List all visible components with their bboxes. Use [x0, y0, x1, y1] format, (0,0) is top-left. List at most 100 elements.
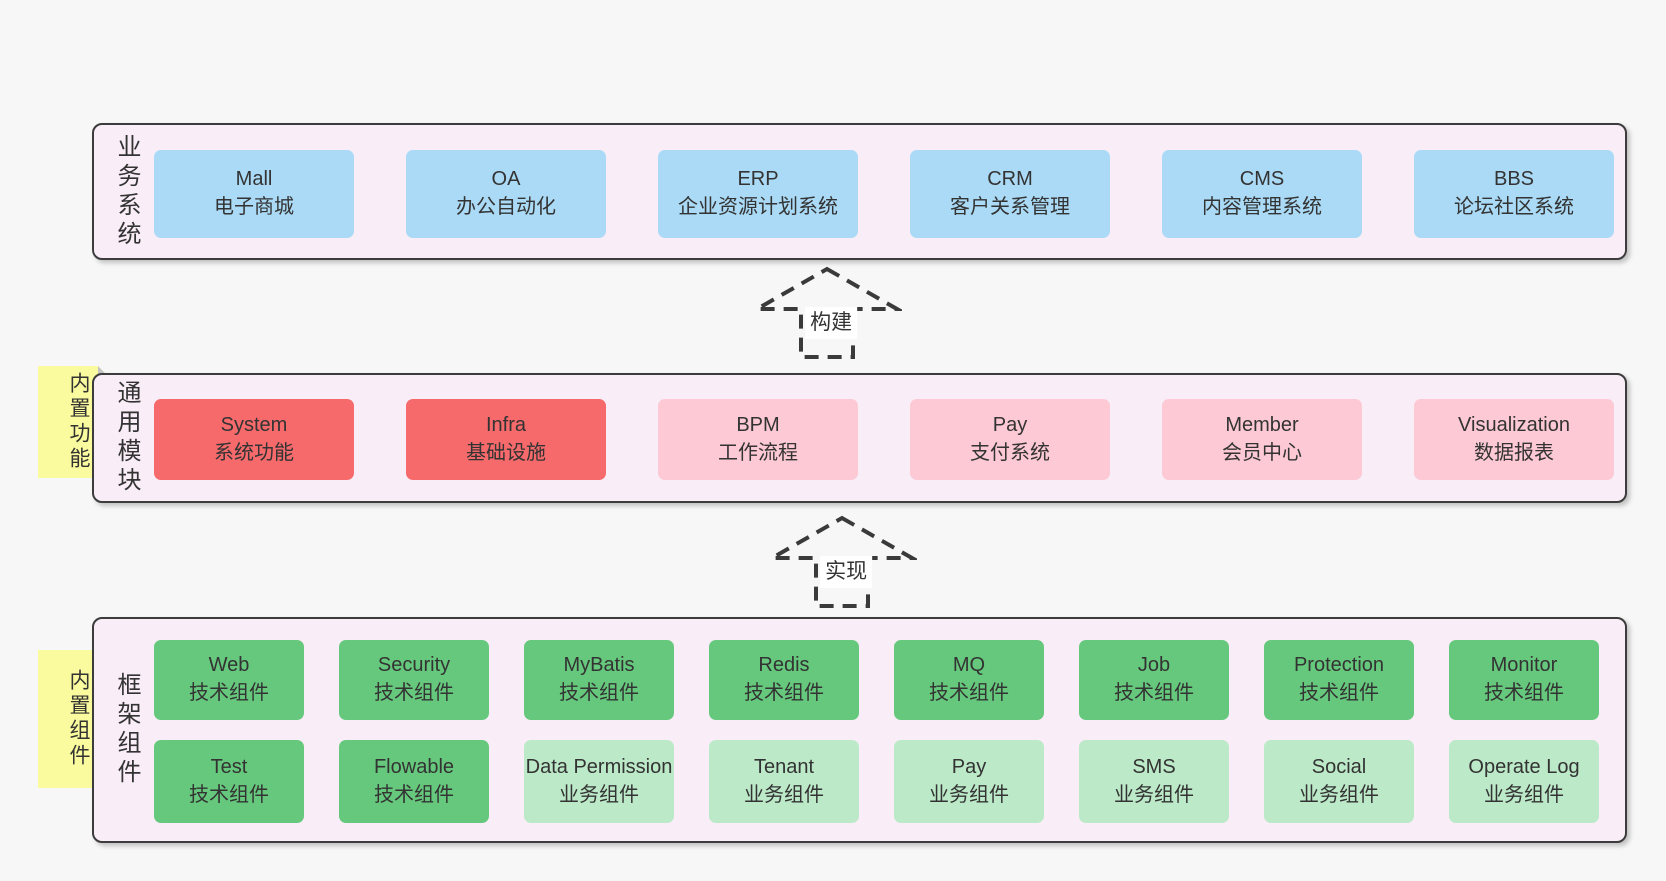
arrow-build-up: 构建	[752, 265, 902, 361]
panel-framework-components-title: 框架组件	[113, 672, 140, 788]
panel-framework-components: 框架组件 Web 技术组件 Security 技术组件 MyBatis 技术组件…	[92, 617, 1627, 843]
box-data-permission-desc: 业务组件	[559, 783, 639, 806]
box-mybatis-name: MyBatis	[563, 654, 635, 677]
box-mall-name: Mall	[235, 168, 273, 191]
components-box-row-1: Web 技术组件 Security 技术组件 MyBatis 技术组件 Redi…	[154, 640, 1599, 720]
box-infra: Infra 基础设施	[406, 399, 606, 480]
box-member-desc: 会员中心	[1222, 441, 1302, 464]
box-mq: MQ 技术组件	[894, 640, 1044, 720]
sticky-note-builtin-functions-label: 内置功能	[67, 372, 90, 472]
box-test-desc: 技术组件	[189, 783, 269, 806]
box-system: System 系统功能	[154, 399, 354, 480]
box-social-name: Social	[1311, 755, 1367, 778]
arrow-build-label: 构建	[805, 307, 858, 339]
box-bbs: BBS 论坛社区系统	[1414, 150, 1614, 238]
box-system-desc: 系统功能	[214, 441, 294, 464]
box-security-name: Security	[377, 654, 451, 677]
box-flowable-desc: 技术组件	[374, 783, 454, 806]
box-bbs-name: BBS	[1493, 168, 1535, 191]
box-web-desc: 技术组件	[189, 682, 269, 704]
box-cms-name: CMS	[1239, 168, 1285, 191]
box-pay-system-name: Pay	[992, 413, 1028, 436]
box-system-name: System	[220, 413, 288, 436]
business-box-row: Mall 电子商城 OA 办公自动化 ERP 企业资源计划系统 CRM 客户关系…	[154, 150, 1614, 238]
box-tenant: Tenant 业务组件	[709, 740, 859, 823]
box-erp: ERP 企业资源计划系统	[658, 150, 858, 238]
box-tenant-desc: 业务组件	[744, 783, 824, 806]
box-erp-name: ERP	[737, 168, 779, 191]
box-social-desc: 业务组件	[1299, 783, 1379, 806]
arrow-up-icon	[752, 266, 902, 359]
box-operate-log: Operate Log 业务组件	[1449, 740, 1599, 823]
box-pay-system-desc: 支付系统	[970, 441, 1050, 464]
box-pay-component-name: Pay	[951, 755, 987, 778]
box-sms: SMS 业务组件	[1079, 740, 1229, 823]
box-test: Test 技术组件	[154, 740, 304, 823]
box-visualization-name: Visualization	[1458, 413, 1570, 436]
box-protection-desc: 技术组件	[1299, 682, 1379, 704]
box-oa: OA 办公自动化	[406, 150, 606, 238]
box-pay-component: Pay 业务组件	[894, 740, 1044, 823]
box-oa-desc: 办公自动化	[456, 196, 556, 218]
box-mall-desc: 电子商城	[214, 196, 294, 218]
box-data-permission-name: Data Permission	[525, 755, 673, 778]
box-social: Social 业务组件	[1264, 740, 1414, 823]
box-member: Member 会员中心	[1162, 399, 1362, 480]
box-security: Security 技术组件	[339, 640, 489, 720]
box-mq-desc: 技术组件	[929, 682, 1009, 704]
components-box-row-2: Test 技术组件 Flowable 技术组件 Data Permission …	[154, 740, 1599, 823]
panel-common-modules: 通用模块 System 系统功能 Infra 基础设施 BPM 工作流程 Pay…	[92, 373, 1627, 503]
box-bpm-name: BPM	[736, 413, 780, 436]
box-oa-name: OA	[491, 168, 521, 191]
box-protection-name: Protection	[1293, 654, 1385, 677]
box-web-name: Web	[208, 654, 250, 677]
box-pay-system: Pay 支付系统	[910, 399, 1110, 480]
box-infra-name: Infra	[485, 413, 527, 436]
box-web: Web 技术组件	[154, 640, 304, 720]
box-mq-name: MQ	[952, 654, 986, 677]
modules-box-row: System 系统功能 Infra 基础设施 BPM 工作流程 Pay 支付系统…	[154, 399, 1614, 480]
box-crm-name: CRM	[987, 168, 1033, 191]
box-protection: Protection 技术组件	[1264, 640, 1414, 720]
box-pay-component-desc: 业务组件	[929, 783, 1009, 806]
arrow-implement-up: 实现	[767, 514, 917, 610]
box-monitor-name: Monitor	[1490, 654, 1558, 677]
arrow-up-icon	[767, 515, 917, 608]
box-redis-desc: 技术组件	[744, 682, 824, 704]
box-sms-name: SMS	[1132, 755, 1176, 778]
box-job-desc: 技术组件	[1114, 682, 1194, 704]
box-flowable: Flowable 技术组件	[339, 740, 489, 823]
box-data-permission: Data Permission 业务组件	[524, 740, 674, 823]
arrow-implement-label: 实现	[820, 556, 873, 588]
sticky-note-builtin-components-label: 内置组件	[67, 669, 90, 769]
box-mall: Mall 电子商城	[154, 150, 354, 238]
box-tenant-name: Tenant	[753, 755, 815, 778]
box-job: Job 技术组件	[1079, 640, 1229, 720]
box-operate-log-name: Operate Log	[1468, 755, 1580, 778]
box-crm-desc: 客户关系管理	[950, 196, 1070, 218]
box-erp-desc: 企业资源计划系统	[678, 196, 838, 218]
box-flowable-name: Flowable	[373, 755, 455, 778]
panel-business-systems-title: 业务系统	[113, 133, 140, 250]
box-cms-desc: 内容管理系统	[1202, 196, 1322, 218]
box-redis-name: Redis	[758, 654, 810, 677]
box-member-name: Member	[1225, 413, 1299, 436]
box-bpm: BPM 工作流程	[658, 399, 858, 480]
panel-business-systems: 业务系统 Mall 电子商城 OA 办公自动化 ERP 企业资源计划系统 CRM…	[92, 123, 1627, 260]
box-visualization: Visualization 数据报表	[1414, 399, 1614, 480]
box-monitor: Monitor 技术组件	[1449, 640, 1599, 720]
box-monitor-desc: 技术组件	[1484, 682, 1564, 704]
box-crm: CRM 客户关系管理	[910, 150, 1110, 238]
box-mybatis: MyBatis 技术组件	[524, 640, 674, 720]
box-cms: CMS 内容管理系统	[1162, 150, 1362, 238]
box-redis: Redis 技术组件	[709, 640, 859, 720]
box-sms-desc: 业务组件	[1114, 783, 1194, 806]
box-security-desc: 技术组件	[374, 682, 454, 704]
box-job-name: Job	[1137, 654, 1171, 677]
box-visualization-desc: 数据报表	[1474, 441, 1554, 464]
box-bpm-desc: 工作流程	[718, 441, 798, 464]
panel-common-modules-title: 通用模块	[113, 380, 140, 496]
box-infra-desc: 基础设施	[466, 441, 546, 464]
box-bbs-desc: 论坛社区系统	[1454, 196, 1574, 218]
